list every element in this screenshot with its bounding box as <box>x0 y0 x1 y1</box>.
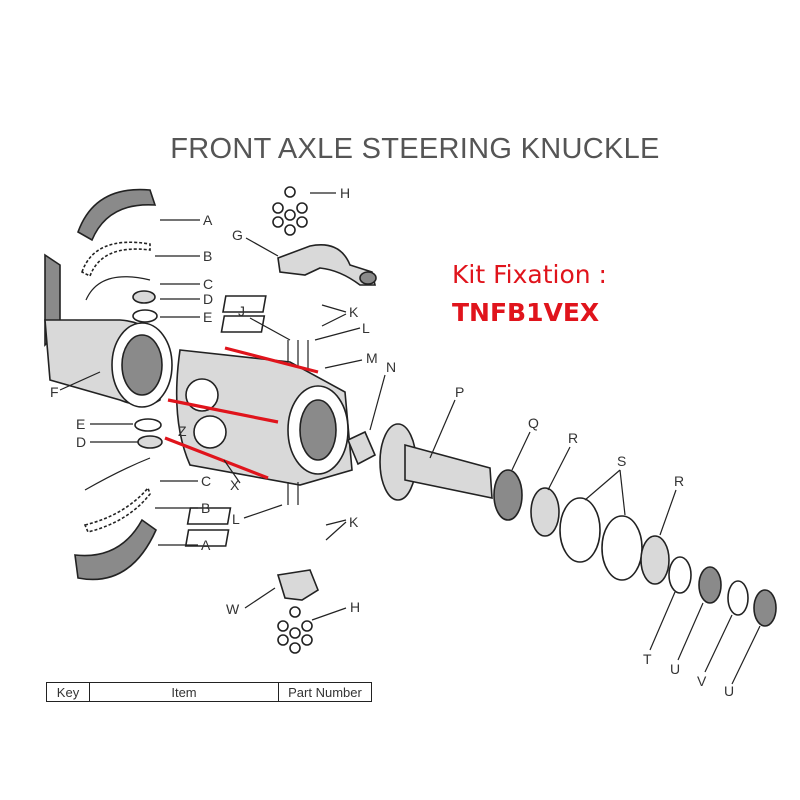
part-e-mid <box>134 418 162 432</box>
part-q-seal <box>493 469 523 521</box>
callout-l-top: L <box>362 320 370 336</box>
part-u-nut-left <box>698 566 722 604</box>
callout-f: F <box>50 384 59 400</box>
part-c-top <box>85 276 151 301</box>
part-c-bot <box>84 457 151 491</box>
part-b-top <box>81 241 151 278</box>
callout-d-top: D <box>203 291 213 307</box>
callout-k-top: K <box>349 304 359 320</box>
part-h-top-nuts <box>272 186 308 236</box>
part-h-bot-nuts <box>277 606 313 654</box>
callout-j: J <box>238 303 245 319</box>
callout-r-right: R <box>674 473 684 489</box>
callout-m: M <box>366 350 378 366</box>
callout-u-right: U <box>724 683 734 699</box>
part-w-lower-arm <box>276 569 319 601</box>
kit-highlight-line-1 <box>224 346 319 374</box>
part-k-bot-2 <box>184 529 230 547</box>
callout-c-top: C <box>203 276 213 292</box>
table-header-part-number: Part Number <box>278 682 372 702</box>
part-f-axle-housing <box>44 253 173 408</box>
callout-b-bot: B <box>201 500 210 516</box>
part-d-top <box>132 290 156 304</box>
callout-e-top: E <box>203 309 212 325</box>
callout-g: G <box>232 227 243 243</box>
part-e-top <box>132 309 158 323</box>
part-t-washer <box>668 556 692 594</box>
part-k-bot-1 <box>186 507 232 525</box>
callout-z: Z <box>178 423 187 439</box>
callout-x: X <box>230 477 240 493</box>
part-u-nut-right <box>753 589 777 627</box>
diagram-title: FRONT AXLE STEERING KNUCKLE <box>170 133 660 165</box>
part-b-bot <box>83 486 151 533</box>
callout-n: N <box>386 359 396 375</box>
table-header-key: Key <box>46 682 90 702</box>
callout-w: W <box>226 601 240 617</box>
callout-p: P <box>455 384 464 400</box>
parts-table: Key Item Part Number <box>46 682 372 702</box>
parts-table-header-row: Key Item Part Number <box>46 682 372 702</box>
part-p-spindle <box>379 423 493 501</box>
part-v-washer <box>727 580 749 616</box>
callout-d-mid: D <box>76 434 86 450</box>
part-g-steering-arm <box>277 244 377 286</box>
part-s-race-right <box>601 515 643 581</box>
part-s-race-left <box>559 497 601 563</box>
part-l-bot-studs <box>287 482 299 505</box>
callout-s: S <box>617 453 626 469</box>
callout-k-bot: K <box>349 514 359 530</box>
callout-b-top: B <box>203 248 212 264</box>
part-r-left-bearing <box>530 487 560 537</box>
part-n-bush <box>346 430 377 466</box>
callout-q: Q <box>528 415 539 431</box>
part-a-top <box>77 188 157 242</box>
callout-h-bot: H <box>350 599 360 615</box>
part-d-mid <box>137 435 163 449</box>
part-m-knuckle <box>175 349 353 486</box>
leader-lines <box>59 192 761 685</box>
callout-h-top: H <box>340 185 350 201</box>
kit-fixation-label: Kit Fixation : <box>452 260 607 289</box>
callout-e-mid: E <box>76 416 85 432</box>
callout-a-bot: A <box>201 537 211 553</box>
kit-fixation-code: TNFB1VEX <box>452 298 600 327</box>
callout-a-top: A <box>203 212 213 228</box>
callout-v: V <box>697 673 707 689</box>
part-a-bot <box>74 518 157 581</box>
kit-highlight-line-2 <box>167 398 279 424</box>
callout-c-bot: C <box>201 473 211 489</box>
callout-r-left: R <box>568 430 578 446</box>
part-r-right-bearing <box>640 535 670 585</box>
table-header-item: Item <box>89 682 279 702</box>
callout-t: T <box>643 651 652 667</box>
callout-l-bot: L <box>232 511 240 527</box>
kit-highlight-line-3 <box>164 436 269 480</box>
part-k-top-1 <box>222 295 267 313</box>
callout-u-left: U <box>670 661 680 677</box>
